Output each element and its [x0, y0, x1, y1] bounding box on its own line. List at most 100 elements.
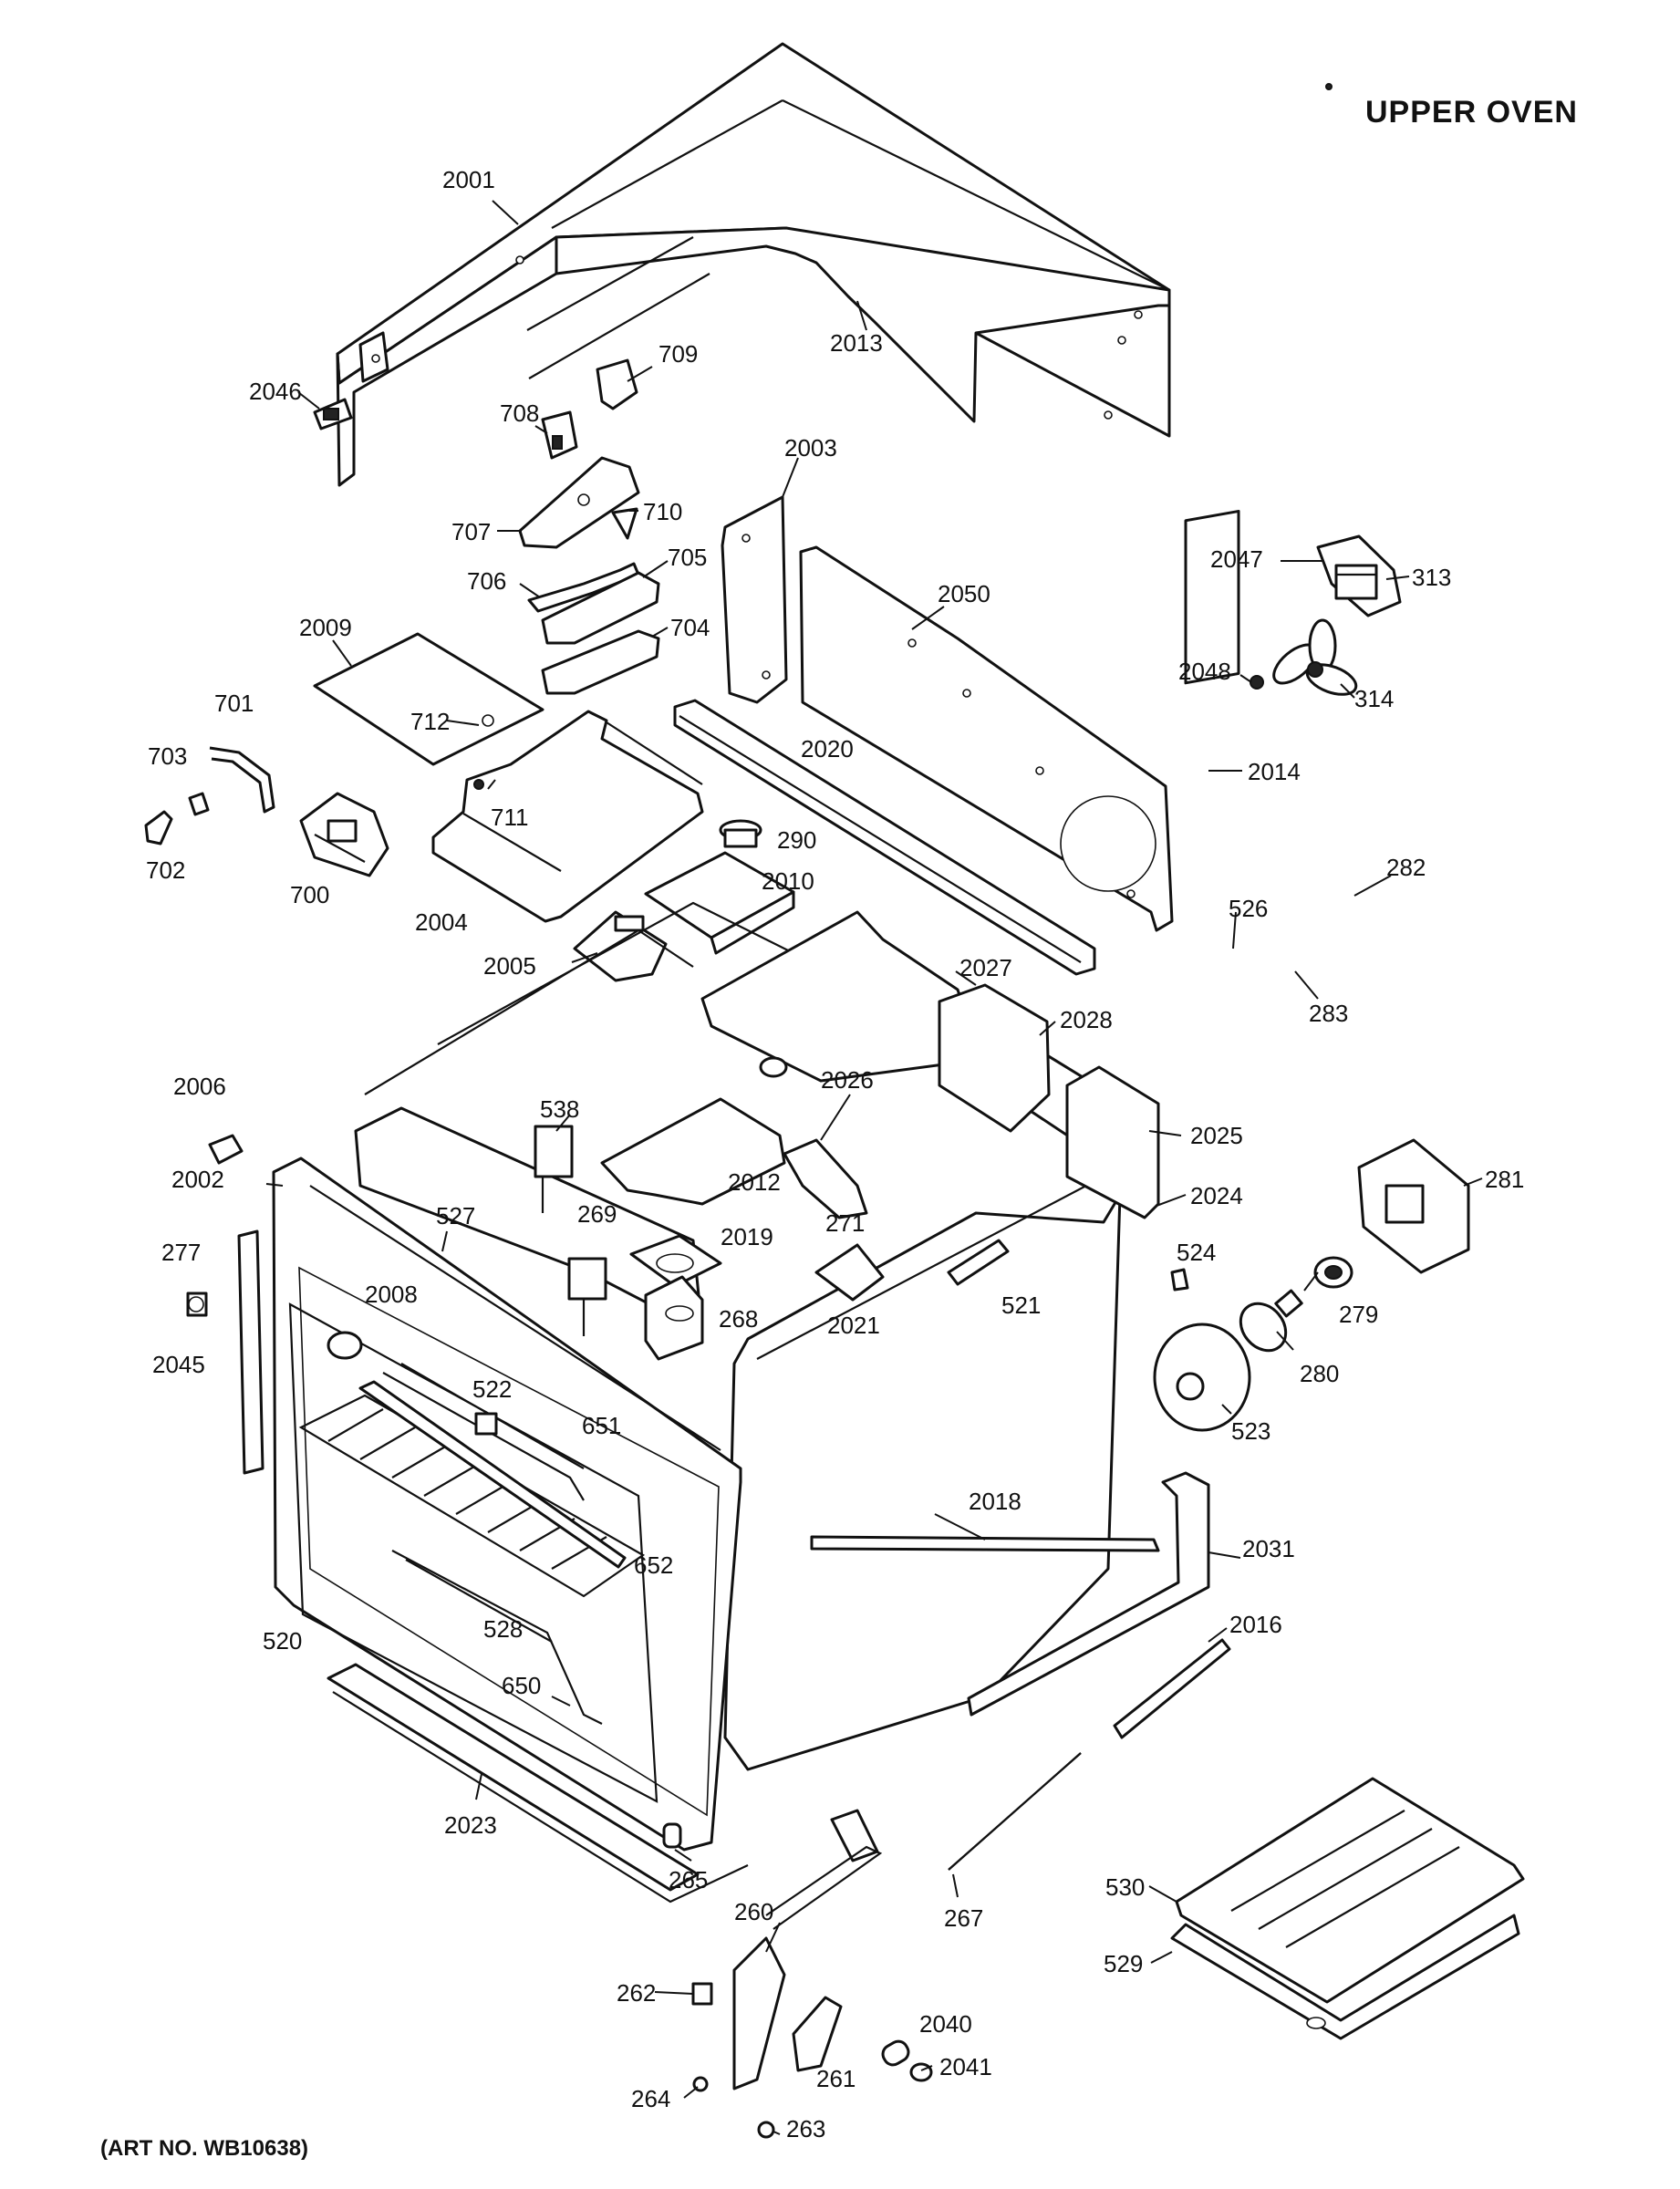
label-706: 706: [467, 567, 506, 595]
door-spring-267: [948, 1752, 1082, 1871]
label-279: 279: [1339, 1301, 1378, 1328]
label-705: 705: [668, 544, 707, 571]
label-2014: 2014: [1248, 758, 1301, 785]
label-264: 264: [631, 2085, 670, 2112]
bracket-271: [814, 1243, 885, 1302]
label-2020: 2020: [801, 735, 854, 763]
clip-524: [1170, 1268, 1189, 1292]
latch-motor-700: [299, 792, 389, 877]
label-709: 709: [659, 340, 698, 368]
page-title: UPPER OVEN: [1365, 95, 1578, 130]
label-527: 527: [436, 1202, 475, 1229]
label-2026: 2026: [821, 1066, 874, 1094]
label-2016: 2016: [1229, 1611, 1282, 1638]
label-2006: 2006: [173, 1073, 226, 1100]
label-530: 530: [1105, 1873, 1145, 1901]
label-710: 710: [643, 498, 682, 525]
nut-2048: [1250, 675, 1264, 690]
label-262: 262: [617, 1979, 656, 2007]
duct-2027: [938, 983, 1051, 1133]
clip-2026: [759, 1056, 868, 1219]
convection-fan-motor: [1316, 534, 1402, 617]
broiler-grid-530: [1175, 1777, 1525, 2004]
bake-element-650: [391, 1550, 603, 1725]
leader-lines: [265, 200, 1483, 2135]
label-704: 704: [670, 614, 710, 641]
light-socket-279: [1313, 1256, 1353, 1289]
label-2048: 2048: [1178, 658, 1231, 685]
label-290: 290: [777, 826, 816, 854]
label-2047: 2047: [1210, 545, 1263, 573]
front-frame-2020: [673, 699, 1096, 976]
pin-703: [188, 792, 210, 816]
top-shroud-part: [336, 42, 1171, 487]
label-2027: 2027: [959, 954, 1012, 981]
side-bracket-2003: [721, 495, 788, 704]
label-2019: 2019: [721, 1223, 773, 1250]
hinge-part-2031b: [830, 1809, 879, 1862]
bottom-plate-2023: [327, 1663, 749, 1904]
label-703: 703: [148, 742, 187, 770]
label-524: 524: [1177, 1239, 1216, 1266]
label-650: 650: [502, 1672, 541, 1699]
label-2040: 2040: [919, 2010, 972, 2038]
latch-spring-701: [209, 746, 275, 814]
label-2001: 2001: [442, 166, 495, 193]
hinge-bracket-2046: [313, 398, 353, 431]
label-2050: 2050: [938, 580, 990, 607]
bumper-2040: [881, 2039, 910, 2067]
label-652: 652: [634, 1551, 673, 1579]
label-712: 712: [410, 708, 450, 735]
light-housing-281: [1357, 1138, 1470, 1274]
cover-plate-2012: [600, 1097, 786, 1206]
stray-dot: [1325, 83, 1333, 90]
label-2009: 2009: [299, 614, 352, 641]
label-707: 707: [451, 518, 491, 545]
strip-2016: [1113, 1638, 1231, 1739]
label-528: 528: [483, 1615, 523, 1643]
label-520: 520: [263, 1627, 302, 1655]
label-2010: 2010: [762, 867, 814, 895]
label-651: 651: [582, 1412, 621, 1439]
part-265: [662, 1822, 682, 1849]
label-2012: 2012: [728, 1168, 781, 1196]
bumper-2041: [909, 2062, 933, 2082]
oven-liner-520: [288, 1302, 659, 1803]
door-gasket-2045: [237, 1229, 264, 1475]
label-281: 281: [1485, 1166, 1524, 1193]
label-522: 522: [472, 1375, 512, 1403]
switch-268: [644, 1275, 704, 1361]
label-314: 314: [1354, 685, 1394, 712]
label-526: 526: [1229, 895, 1268, 922]
knob-702: [144, 810, 173, 846]
part-522: [474, 1412, 498, 1436]
rack-bar-652: [358, 1380, 627, 1569]
door-switch-277: [186, 1292, 208, 1317]
label-261: 261: [816, 2065, 856, 2092]
label-523: 523: [1231, 1417, 1270, 1445]
label-2031: 2031: [1242, 1535, 1295, 1562]
label-2004: 2004: [415, 908, 468, 936]
label-2021: 2021: [827, 1312, 880, 1339]
duct-2025: [1065, 1065, 1160, 1219]
label-277: 277: [161, 1239, 201, 1266]
element-connector-538: [534, 1125, 574, 1213]
connector-269: [567, 1257, 607, 1336]
label-2025: 2025: [1190, 1122, 1243, 1149]
light-bulb-280: [1239, 1289, 1303, 1353]
label-521: 521: [1001, 1292, 1041, 1319]
part-262: [691, 1982, 713, 2006]
label-2008: 2008: [365, 1281, 418, 1308]
hinge-link-261: [792, 1996, 843, 2072]
gasket-2014: [1184, 510, 1240, 685]
label-282: 282: [1386, 854, 1426, 881]
door-hinge-260: [732, 1845, 883, 2090]
label-2023: 2023: [444, 1811, 497, 1839]
label-711: 711: [491, 804, 528, 831]
light-lens-523: [1153, 1323, 1251, 1432]
clip-2006: [208, 1134, 244, 1165]
rod-2018: [810, 1535, 1160, 1552]
label-271: 271: [825, 1209, 865, 1237]
thermostat-290: [719, 819, 762, 848]
